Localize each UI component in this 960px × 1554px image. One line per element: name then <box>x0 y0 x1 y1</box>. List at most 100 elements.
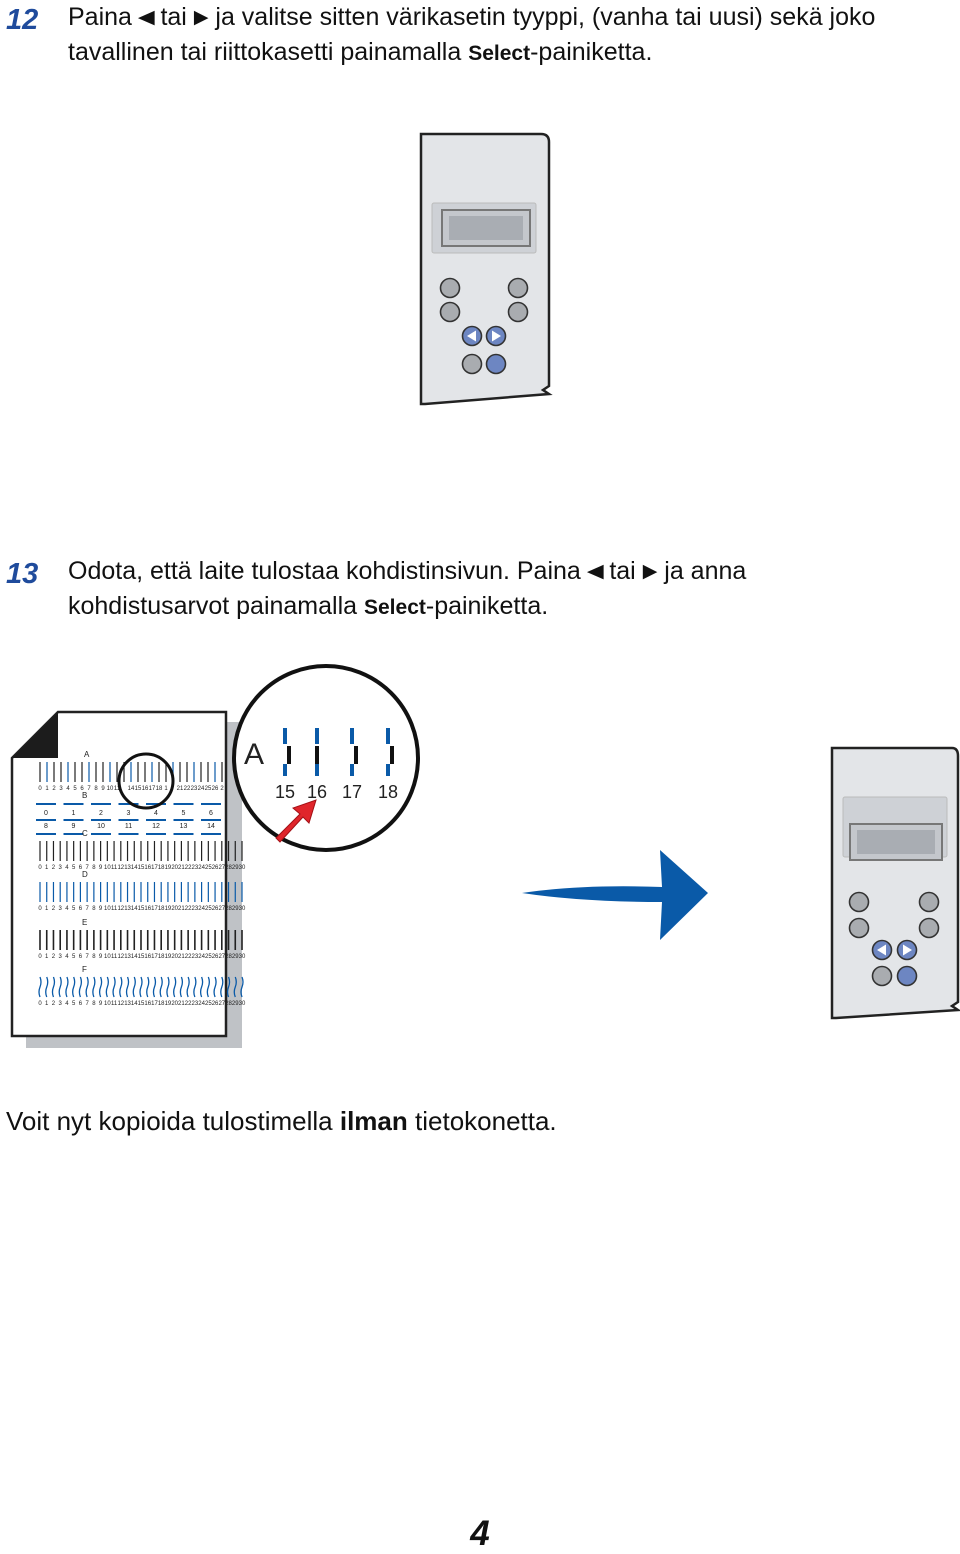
step-12-number: 12 <box>6 4 39 36</box>
sheet-number: 24 <box>198 786 205 792</box>
sheet-number: 3 <box>59 954 63 960</box>
sheet-number: 25 <box>205 954 212 960</box>
sheet-number: 4 <box>65 865 69 871</box>
sheet-mark <box>166 976 170 998</box>
sheet-number: 22 <box>185 906 192 912</box>
sheet-number: 2 <box>99 810 103 817</box>
stop-button[interactable] <box>461 353 483 375</box>
scan-button[interactable] <box>439 301 461 323</box>
sheet-number: 8 <box>94 786 98 792</box>
sheet-number: 11 <box>114 786 121 792</box>
sheet-number: 1 <box>45 906 49 912</box>
menu-button[interactable] <box>848 891 870 913</box>
sheet-number: 15 <box>138 1001 145 1007</box>
sheet-number: 27 <box>218 906 225 912</box>
select-button[interactable] <box>485 353 507 375</box>
sheet-number: 8 <box>92 906 96 912</box>
sheet-number: 13 <box>124 954 131 960</box>
sheet-mark <box>206 976 210 998</box>
sheet-mark <box>199 976 204 998</box>
sheet-number: 11 <box>111 954 118 960</box>
sheet-number: 30 <box>239 1001 246 1007</box>
select-button[interactable] <box>896 965 918 987</box>
sheet-number: 2 <box>220 786 224 792</box>
sheet-number: 0 <box>38 954 42 960</box>
sheet-number: 11 <box>111 1001 118 1007</box>
sheet-number: 11 <box>111 865 118 871</box>
stop-button[interactable] <box>871 965 893 987</box>
scan-button[interactable] <box>848 917 870 939</box>
sheet-number: 23 <box>191 786 198 792</box>
sheet-mark <box>85 976 89 998</box>
sheet-number: 1 <box>72 810 76 817</box>
sheet-number: 6 <box>80 786 84 792</box>
sheet-number: 5 <box>73 786 77 792</box>
step-12-text-part: Paina <box>68 3 139 31</box>
magnifier-number: 17 <box>342 782 362 802</box>
sheet-number: 14 <box>131 906 138 912</box>
sheet-number: 1 <box>45 865 49 871</box>
next-arrow-icon <box>522 850 708 940</box>
sheet-number: 15 <box>138 865 145 871</box>
sheet-number: 23 <box>192 906 199 912</box>
step-13-text-part: kohdistusarvot painamalla <box>68 592 364 620</box>
right-arrow-icon <box>903 944 912 956</box>
sheet-number: 21 <box>178 865 185 871</box>
sheet-number: 11 <box>125 823 132 830</box>
sheet-number: 26 <box>212 865 219 871</box>
copy-button[interactable] <box>507 277 529 299</box>
closing-note-part: Voit nyt kopioida tulostimella <box>6 1106 340 1136</box>
select-label: Select <box>364 596 426 619</box>
sheet-number: 0 <box>38 906 42 912</box>
copy-button[interactable] <box>918 891 940 913</box>
left-arrow-icon <box>467 330 476 342</box>
sheet-number: 5 <box>182 810 186 817</box>
sheet-number: 4 <box>66 786 70 792</box>
magnifier-number: 15 <box>275 782 295 802</box>
sheet-number: 10 <box>97 823 105 830</box>
sheet-number: 24 <box>198 1001 205 1007</box>
photo-button[interactable] <box>507 301 529 323</box>
sheet-number: 7 <box>85 954 89 960</box>
sheet-number: 29 <box>232 906 239 912</box>
sheet-number: 21 <box>178 1001 185 1007</box>
sheet-row-label: B <box>82 791 87 800</box>
sheet-number: 16 <box>142 786 149 792</box>
sheet-mark <box>240 976 244 998</box>
sheet-row-label: F <box>82 965 87 974</box>
sheet-number: 16 <box>144 954 151 960</box>
sheet-number: 25 <box>205 1001 212 1007</box>
sheet-number: 2 <box>52 865 56 871</box>
panel-buttons <box>439 277 529 375</box>
sheet-number: 14 <box>131 954 138 960</box>
sheet-number: 12 <box>117 1001 124 1007</box>
menu-button[interactable] <box>439 277 461 299</box>
sheet-number: 9 <box>101 786 105 792</box>
sheet-mark <box>173 976 177 998</box>
photo-button[interactable] <box>918 917 940 939</box>
sheet-number: 15 <box>138 906 145 912</box>
sheet-mark <box>58 976 62 998</box>
sheet-number: 24 <box>198 906 205 912</box>
sheet-number: 18 <box>158 1001 165 1007</box>
printer-control-panel-illustration <box>830 746 960 1020</box>
sheet-number: 17 <box>151 906 158 912</box>
sheet-number: 16 <box>144 865 151 871</box>
sheet-number: 13 <box>180 823 188 830</box>
sheet-number: 4 <box>65 1001 69 1007</box>
sheet-mark <box>233 976 237 998</box>
sheet-number: 26 <box>212 786 219 792</box>
sheet-number: 21 <box>177 786 184 792</box>
sheet-number: 27 <box>218 1001 225 1007</box>
sheet-number: 11 <box>111 906 118 912</box>
sheet-number: 17 <box>151 865 158 871</box>
sheet-number: 20 <box>171 1001 178 1007</box>
sheet-number: 4 <box>154 810 158 817</box>
sheet-number: 22 <box>184 786 191 792</box>
closing-note: Voit nyt kopioida tulostimella ilman tie… <box>6 1106 557 1137</box>
sheet-number: 6 <box>79 906 83 912</box>
sheet-number: 23 <box>192 1001 199 1007</box>
sheet-number: 18 <box>158 865 165 871</box>
sheet-mark <box>45 976 49 998</box>
sheet-number: 3 <box>59 865 63 871</box>
